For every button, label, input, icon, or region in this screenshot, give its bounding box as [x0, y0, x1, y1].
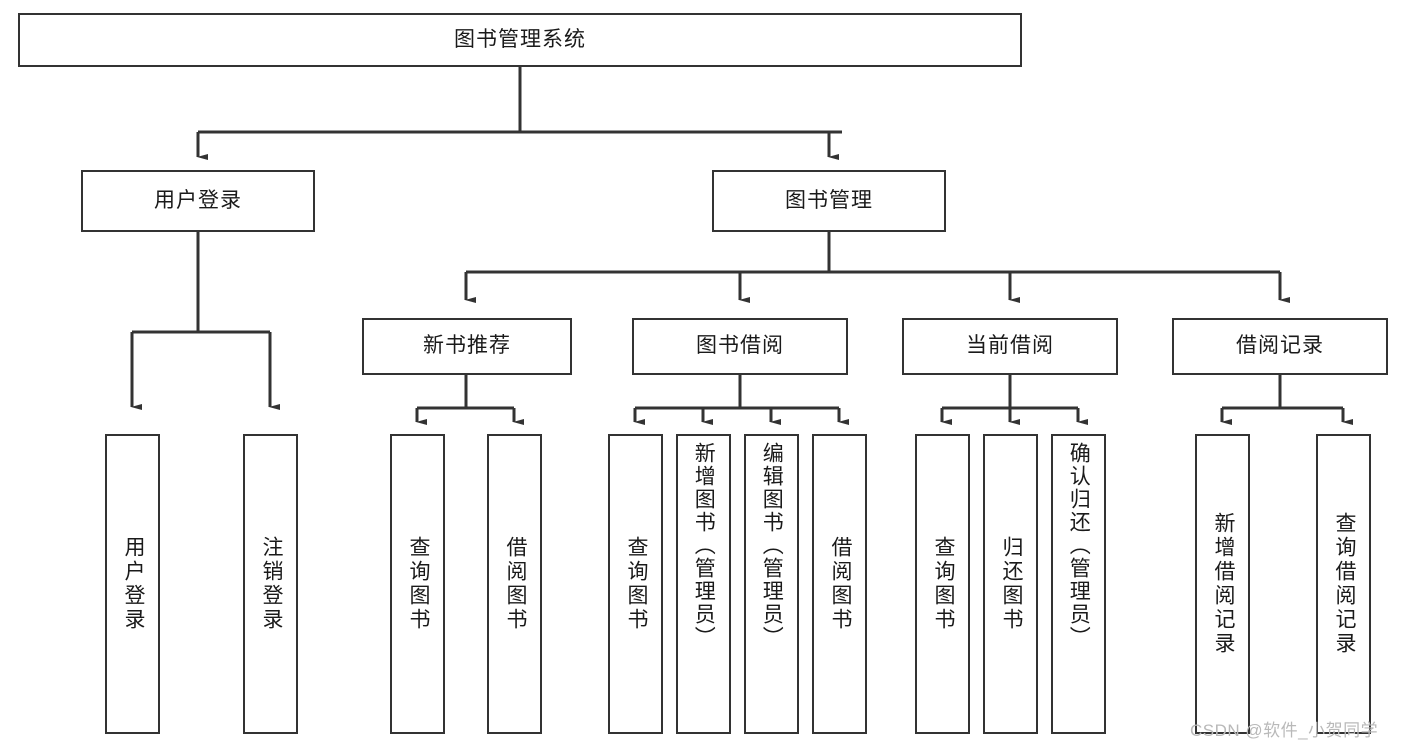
- node-leaf-edit-book-admin[interactable]: 编辑图书（管理员）: [744, 434, 799, 734]
- node-leaf-logout[interactable]: 注销登录: [243, 434, 298, 734]
- node-label: 查询图书: [406, 536, 430, 632]
- node-leaf-add-borrow-record[interactable]: 新增借阅记录: [1195, 434, 1250, 734]
- node-leaf-add-book-admin[interactable]: 新增图书（管理员）: [676, 434, 731, 734]
- csdn-watermark: CSDN @软件_小贺同学: [1190, 721, 1379, 740]
- node-label: 注销登录: [259, 536, 283, 632]
- node-label: 新增借阅记录: [1211, 512, 1235, 656]
- node-book-management[interactable]: 图书管理: [712, 170, 946, 232]
- node-leaf-query-book-borrow[interactable]: 查询图书: [608, 434, 663, 734]
- node-borrow-record[interactable]: 借阅记录: [1172, 318, 1388, 375]
- node-leaf-borrow-book-recommend[interactable]: 借阅图书: [487, 434, 542, 734]
- node-leaf-confirm-return-admin[interactable]: 确认归还（管理员）: [1051, 434, 1106, 734]
- node-leaf-query-book-recommend[interactable]: 查询图书: [390, 434, 445, 734]
- node-label: 借阅记录: [1236, 334, 1324, 358]
- node-label: 图书借阅: [696, 334, 784, 358]
- node-label: 编辑图书（管理员）: [760, 442, 784, 649]
- node-label: 图书管理: [785, 188, 873, 212]
- node-root-book-management-system[interactable]: 图书管理系统: [18, 13, 1022, 67]
- node-leaf-borrow-book[interactable]: 借阅图书: [812, 434, 867, 734]
- node-leaf-query-borrow-record[interactable]: 查询借阅记录: [1316, 434, 1371, 734]
- node-leaf-user-login[interactable]: 用户登录: [105, 434, 160, 734]
- node-label: 用户登录: [154, 188, 242, 212]
- node-label: 查询图书: [931, 536, 955, 632]
- node-label: 图书管理系统: [454, 27, 586, 51]
- node-label: 借阅图书: [503, 536, 527, 632]
- node-label: 当前借阅: [966, 334, 1054, 358]
- node-label: 用户登录: [121, 536, 145, 632]
- node-label: 确认归还（管理员）: [1067, 442, 1091, 649]
- node-label: 借阅图书: [828, 536, 852, 632]
- node-label: 新书推荐: [423, 334, 511, 358]
- node-leaf-return-book[interactable]: 归还图书: [983, 434, 1038, 734]
- node-label: 查询图书: [624, 536, 648, 632]
- node-label: 归还图书: [999, 536, 1023, 632]
- node-leaf-query-book-current[interactable]: 查询图书: [915, 434, 970, 734]
- node-book-borrow[interactable]: 图书借阅: [632, 318, 848, 375]
- node-user-login[interactable]: 用户登录: [81, 170, 315, 232]
- node-label: 新增图书（管理员）: [692, 442, 716, 649]
- node-label: 查询借阅记录: [1332, 512, 1356, 656]
- node-current-borrow[interactable]: 当前借阅: [902, 318, 1118, 375]
- node-new-book-recommend[interactable]: 新书推荐: [362, 318, 572, 375]
